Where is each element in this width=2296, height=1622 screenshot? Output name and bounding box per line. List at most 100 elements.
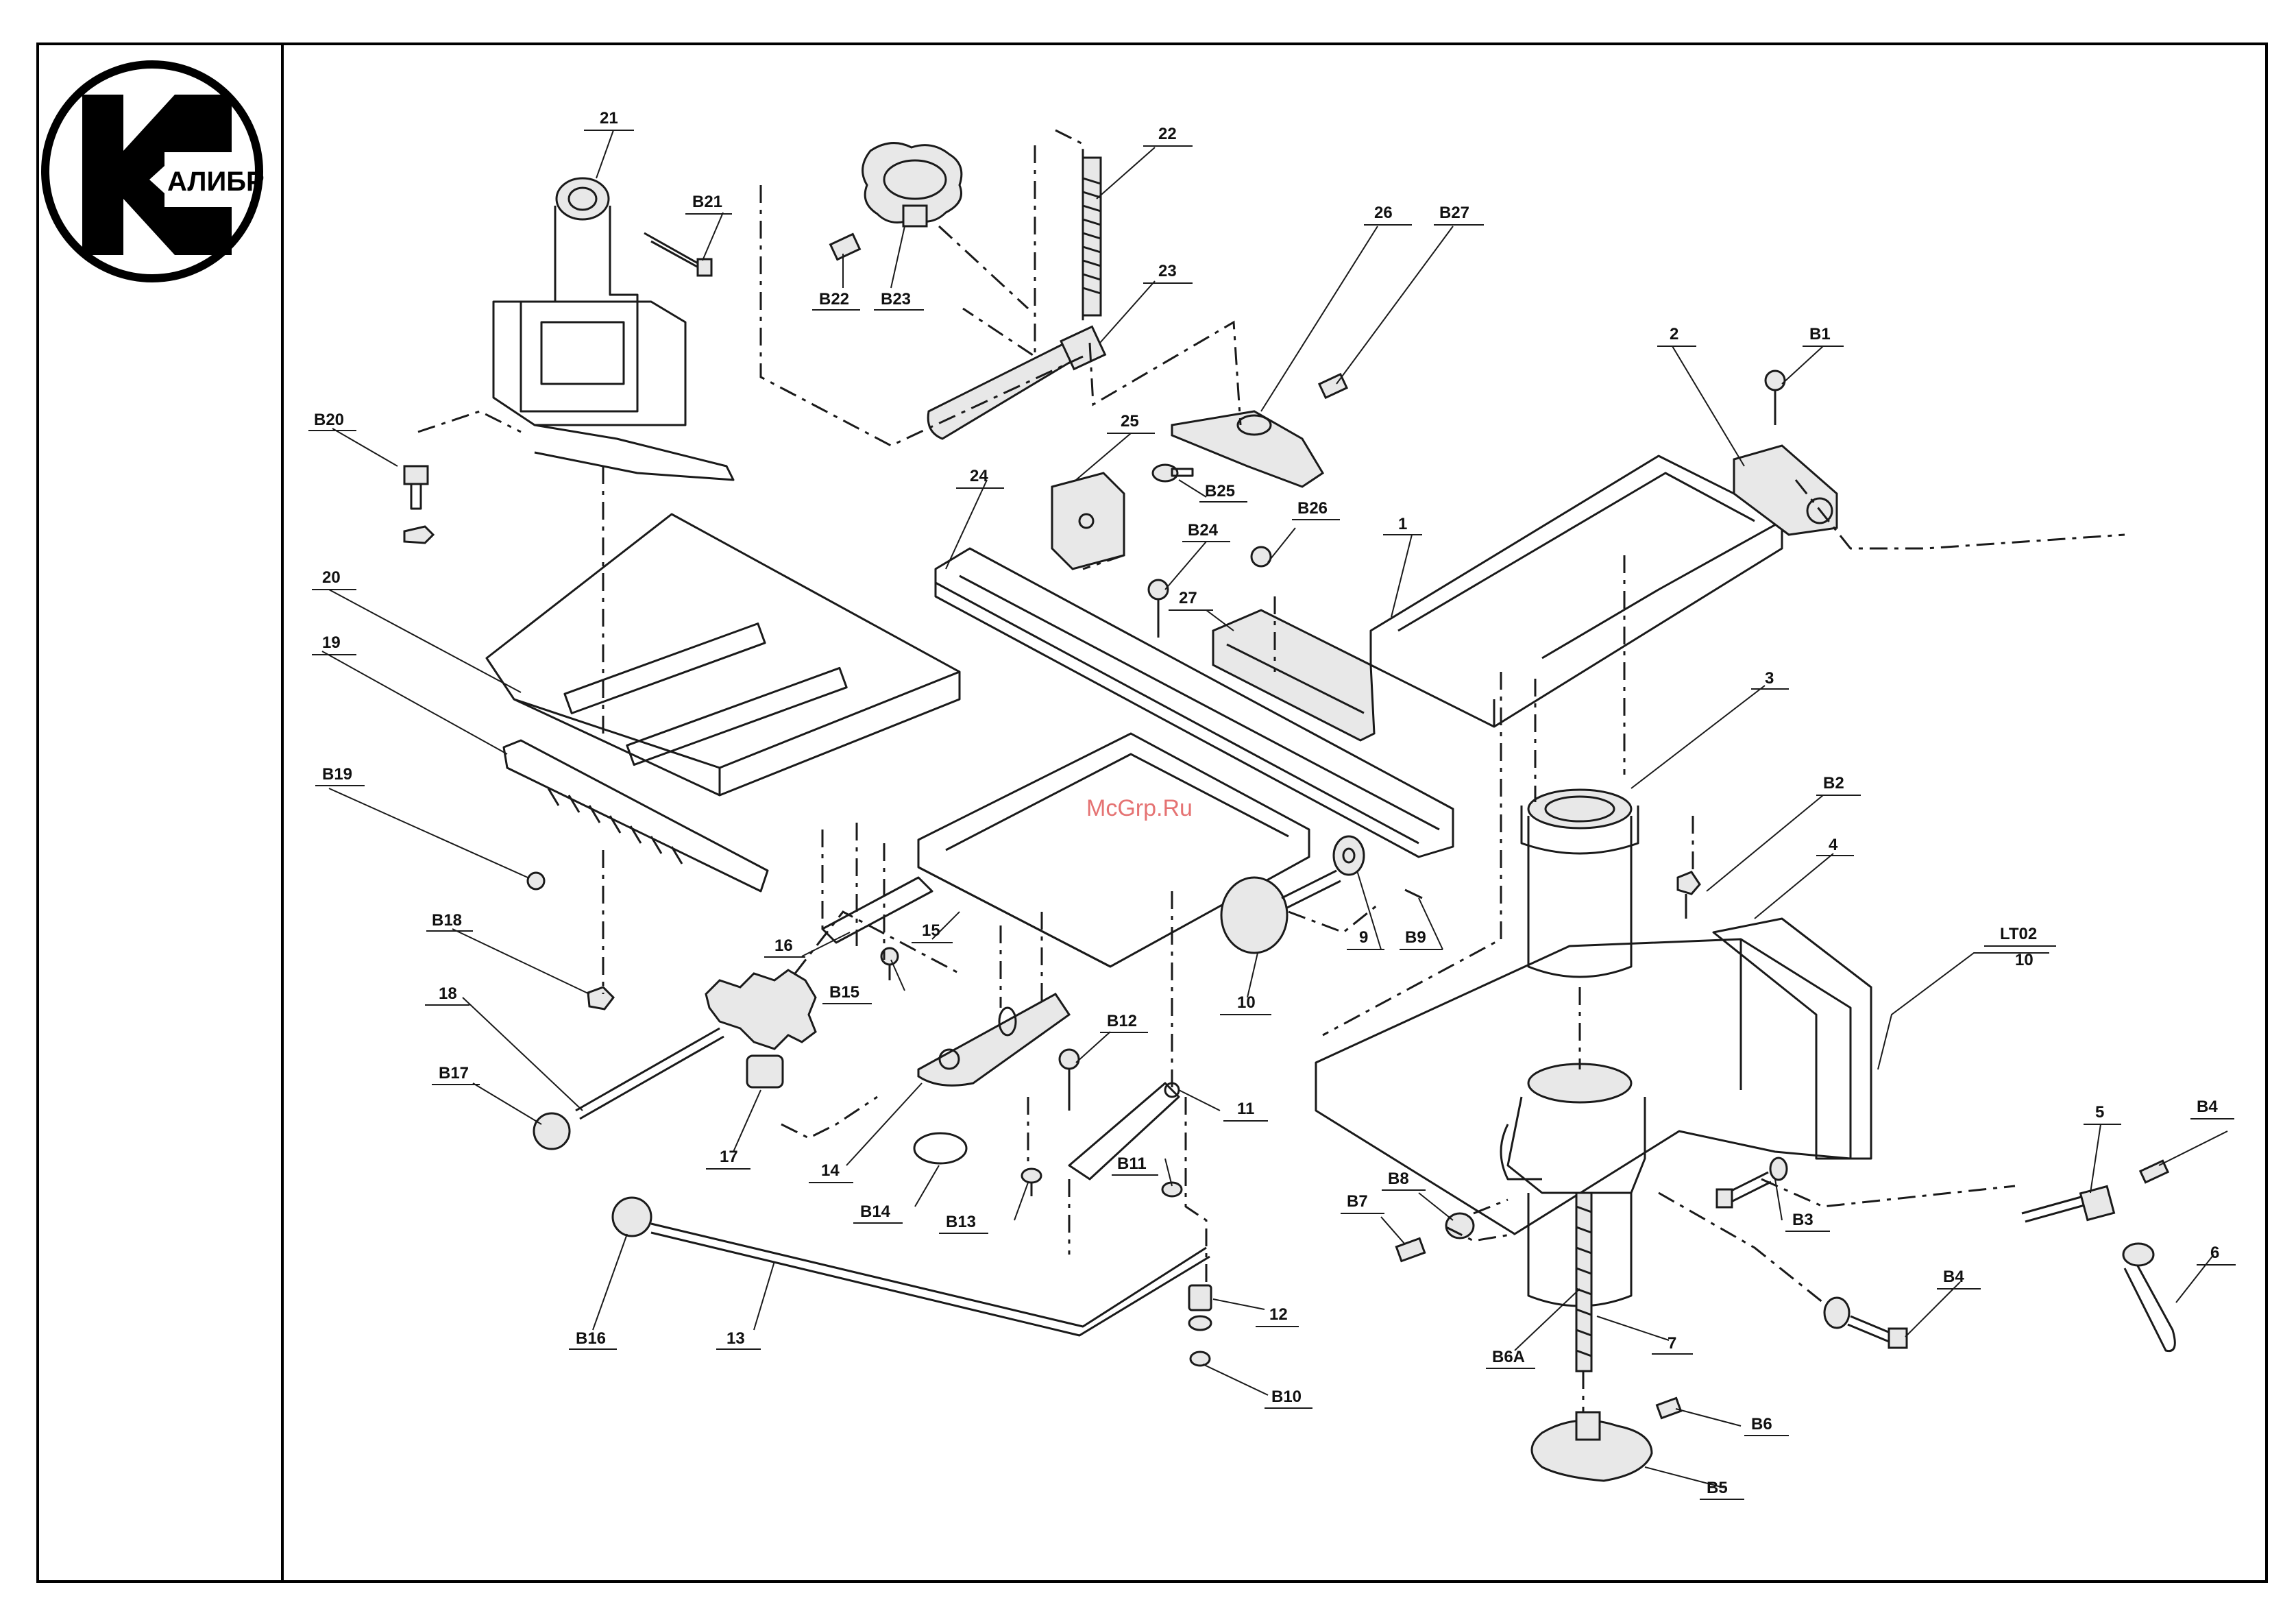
slider-27: [1213, 610, 1374, 740]
spacer-12: [1189, 1285, 1211, 1330]
label-b9: B9: [1405, 928, 1426, 947]
label-16: 16: [774, 936, 793, 955]
label-17: 17: [720, 1148, 738, 1166]
pin-b27: [1319, 374, 1347, 398]
rod-13: [613, 1198, 1210, 1335]
label-5: 5: [2095, 1103, 2104, 1122]
clamp-bracket-lt02: [1501, 1064, 1645, 1306]
star-knob-b5: [1532, 1412, 1652, 1481]
label-6: 6: [2210, 1244, 2219, 1262]
label-b2: B2: [1823, 774, 1844, 792]
kalibr-logo: АЛИБР: [45, 64, 265, 278]
label-15: 15: [922, 921, 940, 940]
label-9: 9: [1359, 928, 1368, 947]
label-b24: B24: [1188, 521, 1219, 540]
pin-b9: [1405, 890, 1422, 898]
label-b4-lower: B4: [1943, 1268, 1964, 1286]
label-b15: B15: [829, 983, 859, 1002]
label-b23: B23: [881, 290, 911, 308]
label-b12: B12: [1107, 1012, 1137, 1030]
setscrew-b7: [1396, 1239, 1424, 1261]
washer-9: [1334, 836, 1364, 875]
label-b4-upper: B4: [2197, 1098, 2218, 1116]
part-labels: 21 B21 B22 B23 22 23 26 B27 2 B1 B20 25 …: [308, 109, 2236, 1499]
label-b1: B1: [1809, 325, 1831, 343]
label-10-right: 10: [2015, 951, 2034, 969]
link-plate-14: [918, 994, 1069, 1085]
label-b25: B25: [1205, 482, 1235, 500]
label-b14: B14: [860, 1202, 891, 1221]
label-1: 1: [1398, 515, 1407, 533]
setscrew-b22: [831, 234, 860, 260]
label-13: 13: [726, 1329, 745, 1348]
nut-b2: [1678, 872, 1700, 919]
setscrew-b6: [1657, 1398, 1681, 1418]
part-21-clamp-body: [493, 178, 733, 480]
assembly-lines: [418, 130, 2125, 1412]
label-b19: B19: [322, 765, 352, 784]
label-14: 14: [821, 1161, 840, 1180]
block-25: [1052, 473, 1124, 569]
label-24: 24: [970, 467, 988, 485]
label-12: 12: [1269, 1305, 1288, 1324]
label-b6: B6: [1751, 1415, 1772, 1433]
label-25: 25: [1121, 412, 1139, 431]
clamp-plate-26: [1172, 411, 1323, 487]
nut-b18: [588, 987, 613, 1009]
lever-pin-5: [2022, 1187, 2114, 1222]
label-b27: B27: [1439, 204, 1469, 222]
label-3: 3: [1765, 669, 1774, 688]
screw-b24: [1149, 580, 1168, 638]
label-b5: B5: [1707, 1479, 1728, 1497]
table-20: [487, 514, 960, 795]
label-26: 26: [1374, 204, 1393, 222]
screw-b19: [528, 873, 544, 889]
label-7: 7: [1668, 1334, 1676, 1353]
screw-b12: [1060, 1050, 1079, 1111]
knob-10: [1221, 871, 1341, 953]
label-b17: B17: [439, 1064, 469, 1082]
label-2: 2: [1670, 325, 1678, 343]
circlip-b14: [914, 1133, 966, 1163]
bracket-2: [1734, 446, 1837, 535]
label-lt02: LT02: [2000, 925, 2037, 943]
base-rail-1: [1371, 456, 1782, 727]
label-b8: B8: [1388, 1170, 1409, 1188]
label-b10: B10: [1271, 1388, 1302, 1406]
label-27: 27: [1179, 589, 1197, 607]
label-b7: B7: [1347, 1192, 1368, 1211]
gear-17: [706, 970, 816, 1087]
handle-6: [2123, 1244, 2175, 1351]
ball-knob-b17: [534, 1113, 570, 1149]
logo-text: АЛИБР: [167, 167, 265, 197]
label-b3: B3: [1792, 1211, 1813, 1229]
label-23: 23: [1158, 262, 1177, 280]
label-20: 20: [322, 568, 341, 587]
screw-b21: [644, 233, 711, 276]
screw-b1: [1766, 371, 1785, 425]
bolt-b4-lower: [1824, 1298, 1907, 1348]
pin-b4-upper: [2140, 1161, 2168, 1183]
bar-16: [822, 877, 932, 943]
label-18: 18: [439, 984, 457, 1003]
label-b18: B18: [432, 911, 462, 930]
rack-19: [504, 740, 768, 891]
label-b16: B16: [576, 1329, 606, 1348]
label-19: 19: [322, 633, 341, 652]
watermark-text: McGrp.Ru: [1086, 795, 1193, 821]
shaft-23: [928, 326, 1105, 439]
label-22: 22: [1158, 125, 1177, 143]
rod-18: [576, 1028, 724, 1119]
column-tube-3: [1522, 790, 1638, 977]
bolt-b20: [404, 466, 433, 543]
star-knob-b23: [863, 143, 962, 226]
label-21: 21: [600, 109, 618, 128]
label-b20: B20: [314, 411, 344, 429]
label-b13: B13: [946, 1213, 976, 1231]
label-b26: B26: [1297, 499, 1328, 518]
label-b22: B22: [819, 290, 849, 308]
label-4: 4: [1829, 836, 1838, 854]
label-b11: B11: [1117, 1154, 1147, 1173]
screw-b26: [1251, 547, 1271, 566]
